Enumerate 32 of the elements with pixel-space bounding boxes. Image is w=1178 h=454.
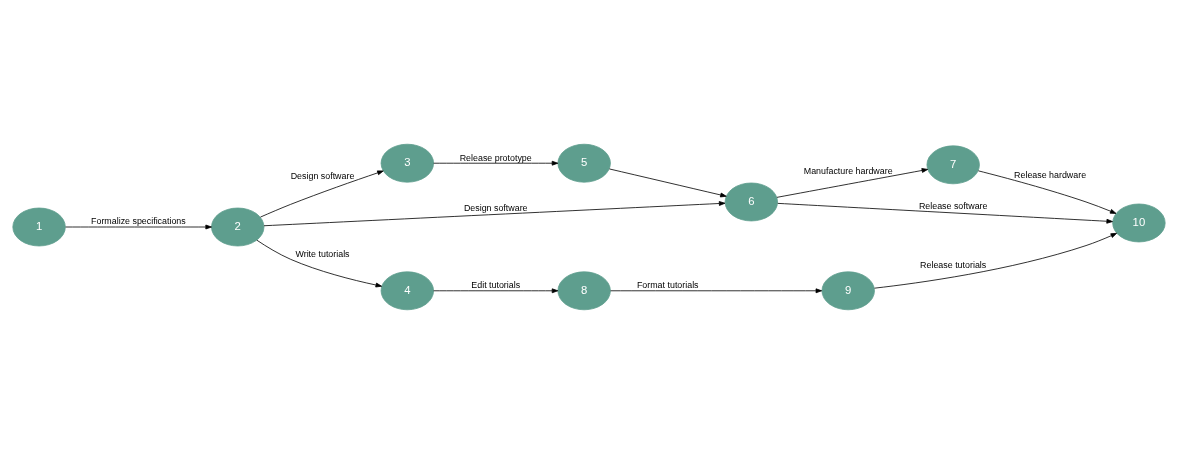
edge-label: Release prototype (459, 152, 532, 163)
edge-label: Write tutorials (295, 248, 350, 259)
edge-label: Formalize specifications (91, 216, 186, 227)
edge-label: Release software (918, 201, 988, 212)
arrow (610, 288, 823, 294)
arrow (263, 201, 726, 227)
edge-label: Format tutorials (636, 280, 699, 291)
arrow (256, 239, 382, 288)
node-ellipse: 8 (557, 271, 611, 311)
node-ellipse: 5 (557, 143, 611, 183)
node-ellipse: 6 (724, 182, 778, 222)
edge-label: Design software (290, 171, 355, 182)
arrow (776, 168, 929, 198)
node-ellipse: 3 (380, 143, 434, 183)
node-ellipse: 9 (821, 271, 875, 311)
edge-label: Edit tutorials (471, 280, 521, 291)
arrow (433, 160, 559, 166)
arrow (433, 288, 559, 294)
arrow (977, 170, 1117, 214)
node-ellipse: 2 (211, 207, 265, 247)
arrow (260, 170, 384, 218)
edge-label: Design software (463, 202, 528, 213)
arrow (874, 232, 1118, 289)
arrow (65, 224, 212, 230)
edge-label: Release tutorials (920, 260, 987, 271)
node-ellipse: 7 (926, 145, 980, 185)
edge-label: Release hardware (1014, 170, 1087, 181)
node-ellipse: 4 (380, 271, 434, 311)
edge-label: Manufacture hardware (803, 166, 893, 177)
arrow (777, 202, 1113, 224)
arrow (609, 168, 727, 198)
node-ellipse: 1 (12, 207, 66, 247)
